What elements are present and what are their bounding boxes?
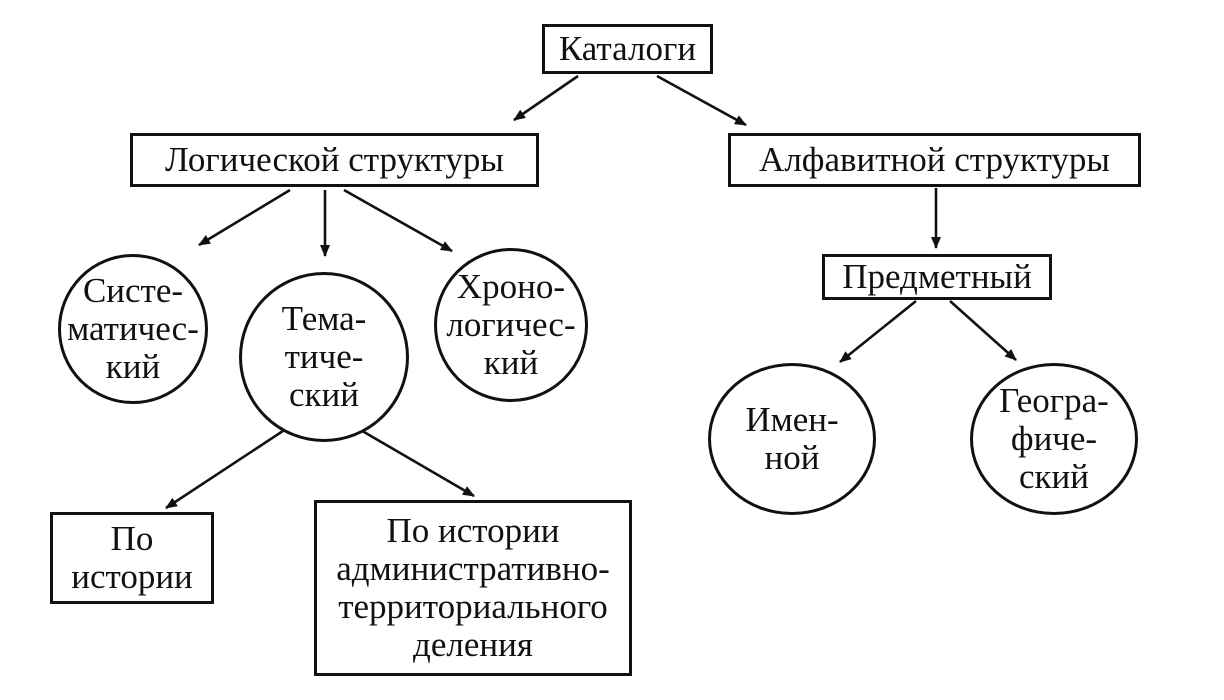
- node-logical-structure: Логической структуры: [130, 133, 539, 187]
- node-alphabetical-structure: Алфавитной структуры: [728, 133, 1141, 187]
- node-by-admin-territorial-history: По истории административно- территориаль…: [314, 500, 632, 676]
- edge-logical-chronological: [343, 188, 453, 253]
- node-systematic: Систе- матичес- кий: [58, 254, 208, 404]
- node-by-history-label: По истории: [71, 519, 193, 596]
- node-subject-label: Предметный: [842, 257, 1032, 297]
- edge-thematic-admin-history: [351, 423, 475, 498]
- node-thematic: Тема- тиче- ский: [239, 272, 409, 442]
- node-catalogs-label: Каталоги: [558, 29, 697, 69]
- node-by-history: По истории: [50, 512, 214, 604]
- node-by-admin-territorial-history-label: По истории административно- территориаль…: [336, 511, 610, 664]
- edge-logical-systematic: [198, 188, 291, 247]
- node-systematic-label: Систе- матичес- кий: [67, 271, 199, 386]
- node-thematic-label: Тема- тиче- ский: [281, 299, 367, 414]
- node-logical-structure-label: Логической структуры: [165, 140, 504, 180]
- node-alphabetical-structure-label: Алфавитной структуры: [759, 140, 1110, 180]
- node-geographic-label: Геогра- фиче- ский: [999, 381, 1109, 496]
- edge-thematic-history: [165, 423, 293, 510]
- node-subject: Предметный: [822, 254, 1052, 300]
- node-name: Имен- ной: [708, 363, 876, 515]
- edge-catalogs-logical: [513, 74, 579, 122]
- node-geographic: Геогра- фиче- ский: [970, 363, 1138, 515]
- node-chronological: Хроно- логичес- кий: [434, 248, 588, 402]
- node-catalogs: Каталоги: [542, 24, 713, 74]
- node-chronological-label: Хроно- логичес- кий: [446, 267, 576, 382]
- edge-subject-name: [839, 299, 917, 364]
- edge-subject-geographic: [949, 300, 1017, 361]
- edge-catalogs-alphabetical: [656, 74, 747, 127]
- node-name-label: Имен- ной: [745, 400, 839, 477]
